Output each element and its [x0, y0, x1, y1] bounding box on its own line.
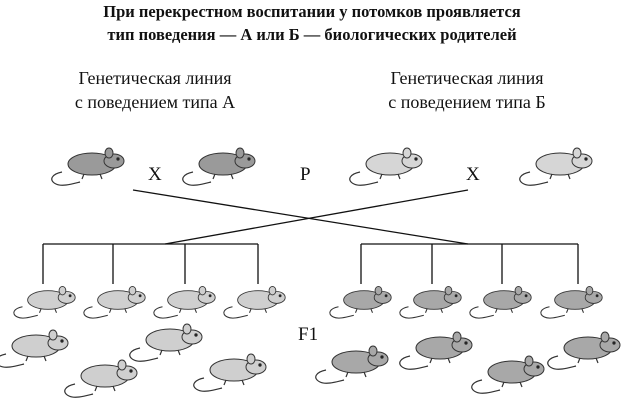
- strain-b-label-line-2: с поведением типа Б: [388, 92, 546, 112]
- cross-line-a-to-b: [132, 189, 469, 245]
- offspring-mouse-left-1: [13, 285, 76, 319]
- offspring-mouse-left-6: [129, 323, 203, 362]
- cross-line-b-to-a: [164, 189, 469, 245]
- offspring-mouse-left-4: [223, 285, 286, 319]
- strain-a-label-line-2: с поведением типа А: [74, 92, 236, 112]
- title-line-1: При перекрестном воспитании у потомков п…: [103, 2, 521, 21]
- offspring-mouse-right-1: [329, 285, 392, 319]
- offspring-mouse-left-7: [64, 359, 138, 398]
- cross-symbol-right: X: [466, 164, 480, 185]
- parent-mouse-b2: [519, 147, 593, 186]
- bracket-left: [42, 243, 259, 284]
- parent-mouse-a1: [51, 147, 125, 186]
- offspring-mouse-right-3: [469, 285, 532, 319]
- strain-a-label-line-1: Генетическая линия: [78, 68, 232, 88]
- title-line-2: тип поведения — А или Б — биологических …: [107, 25, 517, 44]
- offspring-mouse-left-3: [153, 285, 216, 319]
- bracket-right: [360, 243, 579, 284]
- offspring-mouse-left-8: [193, 353, 267, 392]
- offspring-mouse-left-2: [83, 285, 146, 319]
- strain-b-label-line-1: Генетическая линия: [390, 68, 544, 88]
- offspring-mouse-right-8: [547, 331, 621, 370]
- parent-mouse-b1: [349, 147, 423, 186]
- strain-b-label: Генетическая линия с поведением типа Б: [352, 66, 582, 114]
- offspring-mouse-right-4: [540, 285, 603, 319]
- parents-symbol: P: [300, 164, 311, 185]
- offspring-symbol: F1: [298, 324, 319, 345]
- cross-symbol-left: X: [148, 164, 162, 185]
- strain-a-label: Генетическая линия с поведением типа А: [40, 66, 270, 114]
- diagram-title: При перекрестном воспитании у потомков п…: [0, 0, 624, 46]
- offspring-mouse-right-6: [399, 331, 473, 370]
- offspring-mouse-right-2: [399, 285, 462, 319]
- offspring-mouse-right-7: [471, 355, 545, 394]
- parent-mouse-a2: [182, 147, 256, 186]
- offspring-mouse-right-5: [315, 345, 389, 384]
- offspring-mouse-left-5: [0, 329, 69, 368]
